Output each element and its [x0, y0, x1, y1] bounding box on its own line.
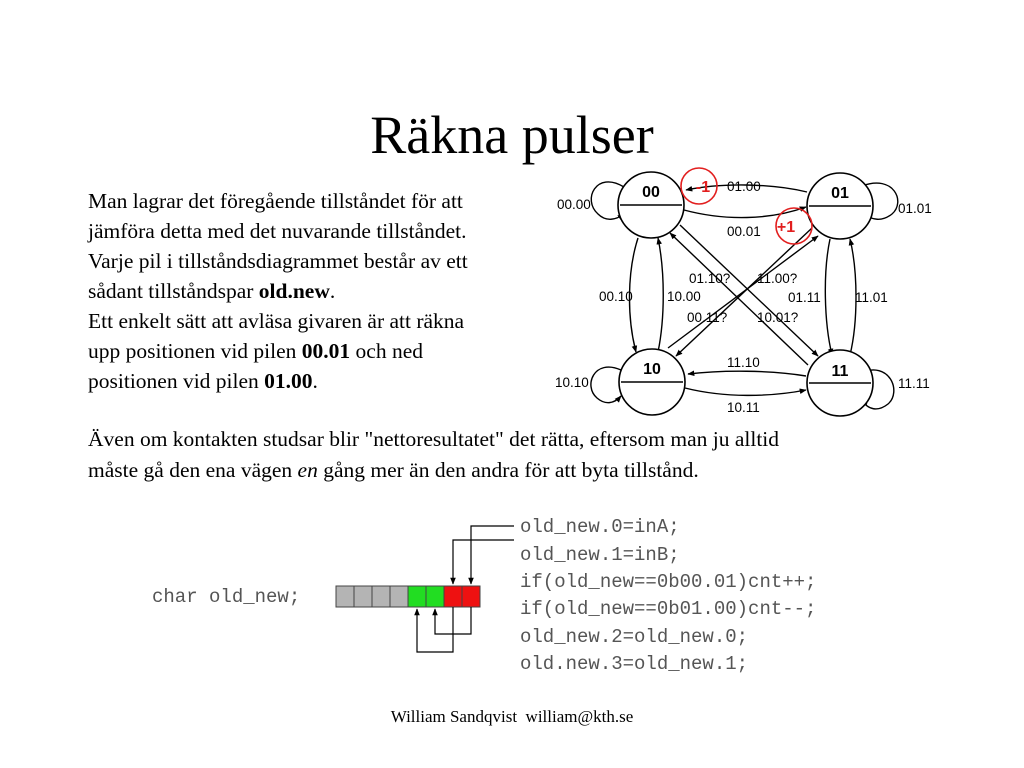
arrow-01-00 [685, 184, 808, 193]
text-line: Även om kontakten studsar blir "nettores… [88, 427, 780, 451]
transition-label: 10.10 [555, 375, 589, 390]
transition-label: 01.01 [898, 201, 932, 216]
marker-circle-down [680, 167, 718, 205]
transition-label: 11.10 [727, 355, 760, 370]
footer-author: William Sandqvist william@kth.se [390, 707, 634, 726]
state-01: 01 [806, 172, 874, 240]
arrow-10-11 [684, 387, 807, 397]
transition-label: 01.10? [689, 271, 730, 286]
transition-label: 00.11? [687, 310, 727, 325]
bit-cell-2 [425, 585, 445, 608]
bit-cell-1 [443, 585, 463, 608]
transition-label: 00.00 [557, 197, 591, 212]
transition-label: 01.11 [788, 290, 821, 305]
marker-down-label: -1 [696, 179, 710, 196]
state-11: 11 [806, 349, 874, 417]
code-line: if(old_new==0b00.01)cnt++; [520, 571, 816, 593]
transition-label: 01.00 [727, 179, 761, 194]
marker-up-label: +1 [777, 219, 795, 236]
bit-cell-5 [371, 585, 391, 608]
wire-bit1-to-bit3 [414, 607, 454, 653]
bit-cell-6 [353, 585, 373, 608]
transition-label: 00.01 [727, 224, 761, 239]
slide-title: Räkna pulser [370, 105, 654, 165]
bold-term: 00.01 [301, 339, 351, 363]
arrow-11-00 [669, 232, 809, 366]
bit-cell-0 [461, 585, 481, 608]
transition-label: 11.01 [855, 290, 888, 305]
marker-circle-up [775, 207, 813, 245]
transition-label: 10.11 [727, 400, 760, 415]
state-label-11: 11 [832, 363, 849, 380]
state-label-10: 10 [643, 361, 661, 378]
code-line: old_new.0=inA; [520, 516, 680, 538]
bit-cell-4 [389, 585, 409, 608]
state-00: 00 [617, 171, 685, 239]
arrow-00-01 [683, 206, 807, 219]
arrow-10-01 [667, 235, 819, 349]
transition-label: 00.10 [599, 289, 633, 304]
state-10: 10 [618, 348, 686, 416]
code-line: if(old_new==0b01.00)cnt--; [520, 598, 816, 620]
text-line: positionen vid pilen 01.00. [88, 369, 318, 393]
text-line: upp positionen vid pilen 00.01 och ned [88, 339, 424, 363]
state-label-00: 00 [642, 184, 660, 201]
code-line: old_new.1=inB; [520, 544, 680, 566]
transition-label: 10.00 [667, 289, 701, 304]
state-label-01: 01 [831, 185, 849, 202]
transition-label: 11.00? [757, 271, 797, 286]
wire-bit0-in [468, 525, 514, 585]
text-line: jämföra detta med det nuvarande tillstån… [88, 219, 467, 243]
code-line: old_new.2=old_new.0; [520, 626, 748, 648]
bit-cell-3 [407, 585, 427, 608]
declaration-text: char old_new; [152, 586, 300, 608]
transition-label: 10.01? [757, 310, 798, 325]
emphasis-text: en [297, 458, 318, 482]
loop-00 [590, 181, 625, 221]
transition-label: 11.11 [898, 376, 930, 391]
text-line: måste gå den ena vägen en gång mer än de… [88, 458, 699, 482]
arrow-10-00 [656, 237, 664, 353]
text-line: Ett enkelt sätt att avläsa givaren är at… [88, 309, 465, 333]
code-figure: char old_new; old_new.0=inA; old_new.1=i… [152, 516, 816, 675]
intro-paragraph: Man lagrar det föregående tillståndet fö… [88, 186, 558, 396]
arrow-00-10 [628, 237, 639, 353]
wire-bit1-in [450, 539, 514, 585]
arrow-11-01 [848, 238, 857, 356]
text-line: Man lagrar det föregående tillståndet fö… [88, 189, 463, 213]
code-line: old.new.3=old_new.1; [520, 653, 748, 675]
bit-cell-7 [335, 585, 355, 608]
loop-10 [590, 366, 622, 404]
text-line: sådant tillståndspar old.new. [88, 279, 336, 303]
loop-01 [861, 182, 899, 221]
arrow-00-11 [679, 224, 819, 357]
state-diagram: 00 01 10 11 -1 +1 00.00 01.00 00.01 01.0… [555, 167, 932, 417]
bold-term: old.new [258, 279, 330, 303]
text-line: Varje pil i tillståndsdiagrammet består … [88, 249, 468, 273]
bold-term: 01.00 [264, 369, 313, 393]
arrow-11-10 [687, 370, 807, 377]
loop-11 [859, 369, 895, 410]
summary-paragraph: Även om kontakten studsar blir "nettores… [88, 424, 968, 486]
bit-register [335, 585, 481, 608]
arrow-01-11 [824, 238, 834, 356]
